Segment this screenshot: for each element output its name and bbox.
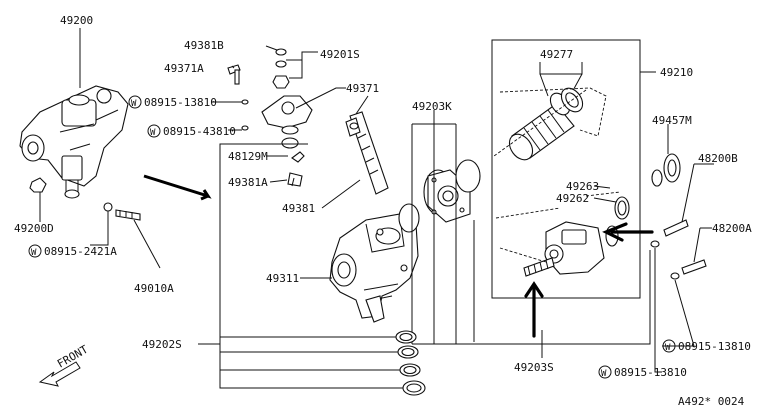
- label-49381B: 49381B: [184, 39, 224, 52]
- label-48200A: 48200A: [712, 222, 752, 235]
- washer-letter: W: [601, 369, 607, 379]
- label-49203S: 49203S: [514, 361, 554, 374]
- label-49263: 49263: [566, 180, 599, 193]
- label-49203K: 49203K: [412, 100, 452, 113]
- label-49210: 49210: [660, 66, 693, 79]
- marker-arrow-up: [524, 281, 544, 338]
- washer-symbol: [662, 339, 676, 353]
- washer-symbol: [28, 244, 42, 258]
- assembly-arrow: [143, 174, 212, 201]
- oil-seals-49457M: [651, 153, 681, 187]
- label-49202S: 49202S: [142, 338, 182, 351]
- label-49201S: 49201S: [320, 48, 360, 61]
- label-08915-13810-top: 08915-13810: [144, 96, 217, 109]
- label-49371A: 49371A: [164, 62, 204, 75]
- valve-assembly-box-49210: [491, 39, 641, 299]
- washer-letter: W: [131, 99, 137, 109]
- label-49010A: 49010A: [134, 282, 174, 295]
- shaft-49381: [345, 111, 389, 195]
- label-49311: 49311: [266, 272, 299, 285]
- label-front: FRONT: [55, 343, 91, 371]
- marker-arrow-left: [602, 222, 654, 242]
- washer-symbol: [147, 124, 161, 138]
- label-49262: 49262: [556, 192, 589, 205]
- front-direction-indicator: [38, 361, 81, 387]
- washer-letter: W: [31, 248, 37, 258]
- top-small-parts: [227, 48, 313, 187]
- label-49277: 49277: [540, 48, 573, 61]
- label-08915-2421A: 08915-2421A: [44, 245, 117, 258]
- label-48129M: 48129M: [228, 150, 268, 163]
- label-08915-43810: 08915-43810: [163, 125, 236, 138]
- washer-symbol: [598, 365, 612, 379]
- label-49200: 49200: [60, 14, 93, 27]
- washer-symbol: [128, 95, 142, 109]
- label-49457M: 49457M: [652, 114, 692, 127]
- side-cover-49203K: [398, 159, 481, 233]
- label-48200B: 48200B: [698, 152, 738, 165]
- worm-sleeve-49277: [508, 87, 584, 161]
- washer-letter: W: [665, 343, 671, 353]
- seal-rings-49202S: [395, 330, 426, 396]
- gear-housing-49311: [329, 213, 419, 323]
- gear-assembly-49200: [19, 85, 141, 221]
- label-49371: 49371: [346, 82, 379, 95]
- control-valve-body: [523, 196, 630, 277]
- bolts-48200: [650, 219, 707, 280]
- diagram-code: A492* 0024: [678, 395, 745, 408]
- label-49381A: 49381A: [228, 176, 268, 189]
- label-08915-13810-right: 08915-13810: [678, 340, 751, 353]
- label-08915-13810-bottom: 08915-13810: [614, 366, 687, 379]
- label-49381: 49381: [282, 202, 315, 215]
- washer-letter: W: [150, 128, 156, 138]
- label-49200D: 49200D: [14, 222, 54, 235]
